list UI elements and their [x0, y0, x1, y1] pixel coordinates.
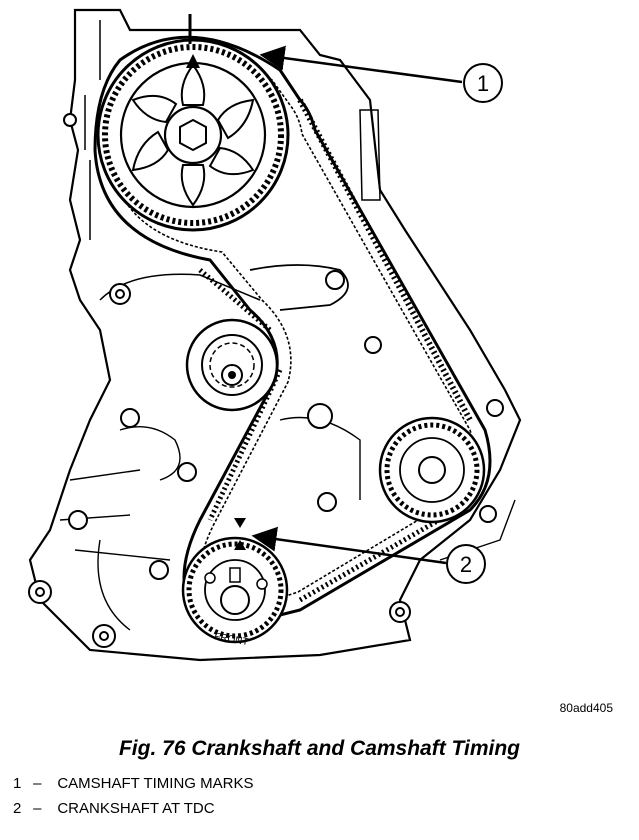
crankshaft-sprocket: FRONT — [181, 518, 289, 648]
timing-belt-diagram: FRONT 1 2 — [28, 8, 522, 662]
callout-1-number: 1 — [477, 71, 489, 96]
intermediate-sprocket — [378, 416, 486, 524]
bolt — [307, 403, 333, 429]
legend-item-text: CAMSHAFT TIMING MARKS — [57, 775, 254, 792]
callout-2: 2 — [251, 526, 486, 584]
figure-caption: Fig. 76 Crankshaft and Camshaft Timing — [118, 737, 521, 760]
bolt — [149, 560, 169, 580]
legend-item: 2 – CRANKSHAFT AT TDC — [13, 796, 253, 821]
bolt — [63, 113, 77, 127]
bolt — [35, 587, 45, 597]
camshaft-sprocket — [96, 14, 290, 232]
legend-item-dash: – — [33, 775, 42, 792]
bolt — [364, 336, 382, 354]
crankshaft-timing-mark-lower — [234, 540, 246, 550]
bolt — [177, 462, 197, 482]
crankshaft-timing-mark-upper — [234, 518, 246, 528]
bolt — [317, 492, 337, 512]
legend-item-number: 1 — [13, 775, 22, 792]
bolt-group — [28, 113, 504, 648]
callout-2-number: 2 — [460, 552, 472, 577]
legend-item-number: 2 — [13, 800, 22, 817]
bolt — [395, 607, 405, 617]
bolt — [68, 510, 88, 530]
callout-1: 1 — [259, 45, 503, 103]
bolt — [486, 399, 504, 417]
bolt — [115, 289, 125, 299]
bolt — [325, 270, 345, 290]
camshaft-timing-mark — [186, 54, 200, 68]
figure-id-code: 80add405 — [559, 701, 613, 715]
legend-item-text: CRANKSHAFT AT TDC — [57, 800, 215, 817]
bolt — [120, 408, 140, 428]
bolt — [99, 631, 109, 641]
legend: 1 – CAMSHAFT TIMING MARKS 2 – CRANKSHAFT… — [13, 771, 253, 821]
legend-item: 1 – CAMSHAFT TIMING MARKS — [13, 771, 253, 796]
bolt — [479, 505, 497, 523]
belt-tensioner — [185, 318, 279, 412]
legend-item-dash: – — [33, 800, 42, 817]
